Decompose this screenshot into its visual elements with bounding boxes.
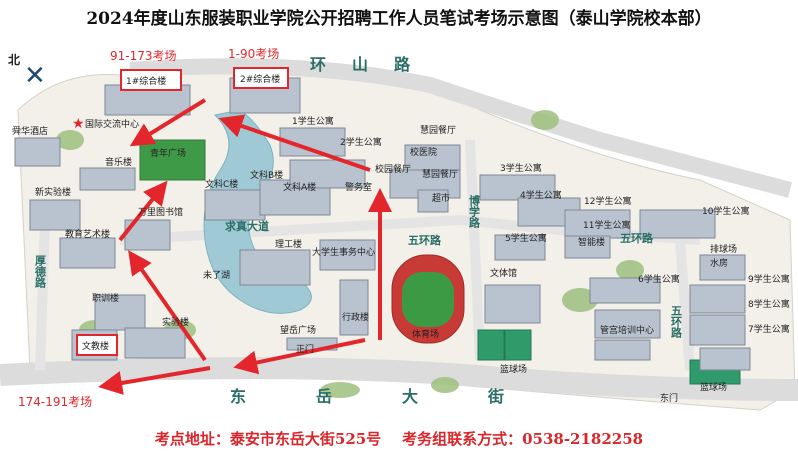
route-arrows bbox=[98, 98, 392, 395]
label-xuesheng3: 3学生公寓 bbox=[500, 162, 542, 174]
building-2-label: 2#综合楼 bbox=[240, 73, 280, 85]
label-xuesheng2: 2学生公寓 bbox=[340, 136, 382, 148]
label-wenkeC: 文科C楼 bbox=[205, 178, 238, 190]
label-wenkeA: 文科A楼 bbox=[283, 181, 316, 193]
label-ligong: 理工楼 bbox=[275, 238, 302, 250]
label-paiqiu: 排球场 bbox=[710, 243, 737, 255]
exam-range-91-173: 91-173考场 bbox=[110, 49, 177, 63]
footer-contact: 考务组联系方式：0538-2182258 bbox=[402, 430, 644, 448]
label-zhineng: 智能楼 bbox=[578, 236, 605, 248]
exam-range-1-90: 1-90考场 bbox=[228, 47, 279, 61]
label-xingzheng: 行政楼 bbox=[342, 311, 369, 323]
label-tiyuchang: 体育场 bbox=[412, 328, 439, 340]
label-xuesheng8: 8学生公寓 bbox=[748, 298, 790, 310]
building-1-highlight bbox=[120, 69, 182, 91]
page-footer: 考点地址：泰安市东岳大街525号 考务组联系方式：0538-2182258 bbox=[0, 428, 798, 449]
label-xiaoyuan: 校园餐厅 bbox=[375, 163, 411, 175]
road-dongyue: 东岳大街 bbox=[230, 387, 574, 406]
label-guanpei: 管宫培训中心 bbox=[600, 324, 654, 336]
label-huiyuan2: 慧园餐厅 bbox=[422, 168, 458, 180]
label-xuesheng5: 5学生公寓 bbox=[505, 232, 547, 244]
label-wangyue: 望岳广场 bbox=[280, 324, 316, 336]
label-xuesheng12: 12学生公寓 bbox=[584, 195, 631, 207]
label-wentiguan: 文体馆 bbox=[490, 267, 517, 279]
label-zhengmen: 正门 bbox=[296, 343, 314, 355]
page-title: 2024年度山东服装职业学院公开招聘工作人员笔试考场示意图（泰山学院校本部） bbox=[86, 9, 712, 29]
road-wuhuan-east2: 五环路 bbox=[670, 305, 683, 339]
basketball-court-2 bbox=[504, 329, 532, 361]
basketball-court-1 bbox=[477, 329, 505, 361]
label-guoji: 国际交流中心 bbox=[85, 118, 139, 130]
label-wuwu: 警务室 bbox=[345, 181, 372, 193]
label-wanli: 万里图书馆 bbox=[138, 206, 183, 218]
label-xuesheng4: 4学生公寓 bbox=[520, 189, 562, 201]
label-xuesheng7: 7学生公寓 bbox=[748, 323, 790, 335]
label-wenkeB: 文科B楼 bbox=[250, 169, 283, 181]
road-qiuzhen: 求真大道 bbox=[225, 219, 269, 233]
stadium bbox=[391, 254, 465, 344]
houde-road bbox=[35, 219, 50, 371]
label-xuesheng6: 6学生公寓 bbox=[638, 273, 680, 285]
road-bowen: 博学路 bbox=[468, 194, 481, 229]
building-wenjiao-label: 文教楼 bbox=[82, 340, 109, 352]
label-xinshiyan: 新实验楼 bbox=[35, 186, 71, 198]
building-blocks bbox=[14, 77, 751, 371]
label-lanqiu2: 篮球场 bbox=[700, 381, 727, 393]
label-xuesheng10: 10学生公寓 bbox=[702, 205, 749, 217]
building-wenjiao-highlight bbox=[76, 334, 118, 356]
bowen-road bbox=[465, 139, 485, 361]
building-1-label: 1#综合楼 bbox=[126, 75, 166, 87]
compass-north-label: 北 bbox=[8, 52, 20, 67]
label-jiaoyu: 教育艺术楼 bbox=[65, 228, 110, 240]
footer-address: 考点地址：泰安市东岳大街525号 bbox=[154, 430, 382, 448]
label-qingnian: 青年广场 bbox=[150, 147, 186, 159]
label-huiyuan1: 慧园餐厅 bbox=[420, 124, 456, 136]
label-weiliao: 未了湖 bbox=[203, 269, 230, 281]
exam-range-174-191: 174-191考场 bbox=[18, 395, 92, 409]
road-houde: 厚德路 bbox=[34, 255, 48, 289]
dongyue-road bbox=[0, 357, 798, 401]
wuhuan-east-road bbox=[675, 239, 695, 371]
label-shuifang: 水房 bbox=[710, 257, 728, 269]
label-chaoshi: 超市 bbox=[432, 192, 450, 204]
qingnian-plaza bbox=[139, 139, 206, 181]
label-xueshengshiwu: 大学生事务中心 bbox=[312, 246, 375, 258]
label-xuesheng1: 1学生公寓 bbox=[292, 115, 334, 127]
label-zhiyuan: 职训楼 bbox=[92, 292, 119, 304]
building-2-highlight bbox=[233, 67, 289, 89]
label-dongmen: 东门 bbox=[660, 392, 678, 404]
campus-map: ★ 北 ✕ 91-173考场 1-90考场 174-191考场 1#综合楼 2#… bbox=[0, 47, 798, 411]
star-icon: ★ bbox=[72, 116, 85, 132]
label-shiyan: 实验楼 bbox=[162, 316, 189, 328]
road-huanshan: 环山路 bbox=[310, 55, 436, 74]
label-xiaoyiyuan: 校医院 bbox=[410, 146, 437, 158]
label-lanqiu1: 篮球场 bbox=[500, 363, 527, 375]
label-yuhua: 舜华酒店 bbox=[12, 125, 48, 137]
road-wuhuan-east: 五环路 bbox=[620, 231, 654, 245]
label-xuesheng11: 11学生公寓 bbox=[583, 219, 630, 231]
label-xuesheng9: 9学生公寓 bbox=[748, 273, 790, 285]
compass-icon: ✕ bbox=[24, 61, 46, 91]
road-wuhuan: 五环路 bbox=[408, 233, 442, 247]
label-yinyue: 音乐楼 bbox=[105, 156, 132, 168]
